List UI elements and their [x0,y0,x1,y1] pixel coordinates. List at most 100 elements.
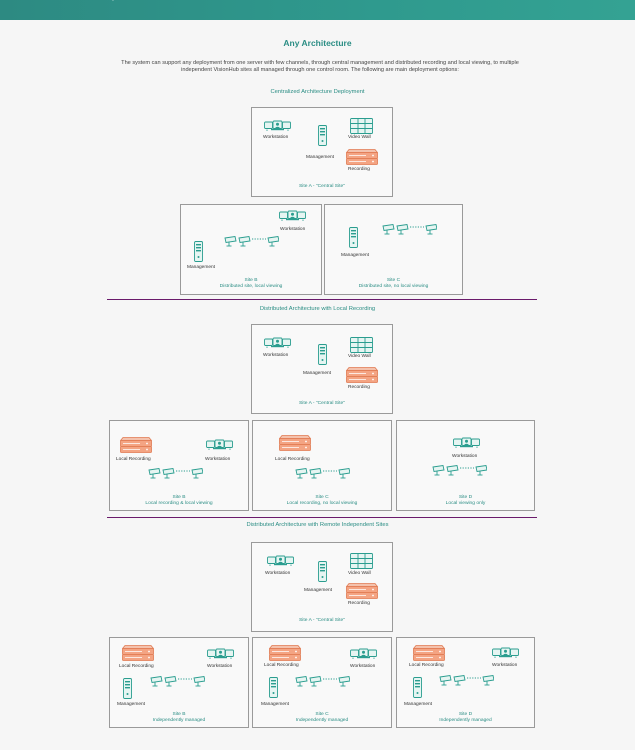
recording-label: Recording [348,385,370,390]
workstation-label: Workstation [207,664,233,669]
management-label: Management [404,702,432,707]
intro-paragraph: The system can support any deployment fr… [121,60,519,73]
site-name: Site C [315,712,329,717]
site-d-diagram: Local Recording Workstation Management S… [396,637,535,728]
site-b-caption: Site B Independently managed [110,712,248,724]
workstation-icon [264,120,291,132]
cameras-icon [224,236,279,247]
site-c-diagram: Management Site C Distributed site, no l… [324,204,463,295]
management-label: Management [306,155,334,160]
workstation-icon [207,648,234,660]
management-server-icon [194,241,203,262]
top-banner: preferences [0,0,635,20]
page-title: Any Architecture [283,38,352,48]
video-wall-label: Video Wall [348,571,371,576]
central-site-diagram: Workstation Management Video Wall Record… [251,542,393,632]
management-label: Management [187,265,215,270]
site-name: Site C [386,278,401,283]
site-d-diagram: Workstation Site D Local viewing only [396,420,535,511]
cameras-icon [148,468,203,479]
recording-server-icon [413,645,445,661]
workstation-label: Workstation [263,353,289,358]
local-recording-label: Local Recording [409,663,444,668]
site-description: Distributed site, local viewing [219,284,283,289]
site-b-diagram: Local Recording Workstation Site B Local… [109,420,249,511]
management-server-icon [269,677,278,698]
site-c-caption: Site C Local recording, no local viewing [253,495,391,507]
workstation-label: Workstation [350,664,376,669]
cameras-icon [150,676,205,687]
site-name: Site B [244,278,258,283]
site-name: Site D [458,495,473,500]
site-description: Independently managed [439,718,492,723]
management-label: Management [303,371,331,376]
workstation-icon [453,437,480,449]
cameras-icon [382,224,437,235]
recording-server-icon [122,645,154,661]
site-c-diagram: Local Recording Workstation Management S… [252,637,392,728]
recording-server-icon [269,645,301,661]
workstation-label: Workstation [265,571,291,576]
management-server-icon [318,561,327,582]
workstation-icon [350,648,377,660]
site-b-diagram: Local Recording Workstation Management S… [109,637,249,728]
site-b-caption: Site B Distributed site, local viewing [181,278,321,290]
recording-label: Recording [348,167,370,172]
management-label: Management [117,702,145,707]
video-wall-icon [350,118,373,134]
workstation-icon [264,337,291,349]
site-c-caption: Site C Independently managed [253,712,391,724]
recording-label: Recording [348,601,370,606]
site-name: Site D [458,712,473,717]
site-name: Site B [172,495,186,500]
site-description: Independently managed [295,718,349,723]
management-server-icon [318,344,327,365]
section-divider [107,299,537,300]
section-divider [107,517,537,518]
workstation-icon [206,439,233,451]
management-server-icon [349,227,358,248]
banner-text: preferences [112,0,153,1]
local-recording-label: Local Recording [119,664,154,669]
workstation-label: Workstation [205,457,231,462]
site-b-caption: Site B Local recording & local viewing [110,495,248,507]
recording-server-icon [346,367,378,383]
local-recording-label: Local Recording [275,457,310,462]
site-description: Local recording, no local viewing [286,501,358,506]
cameras-icon [439,675,494,686]
site-description: Independently managed [152,718,206,723]
site-c-caption: Site C Distributed site, no local viewin… [325,278,462,290]
site-description: Distributed site, no local viewing [358,284,429,289]
site-d-caption: Site D Local viewing only [397,495,534,507]
video-wall-icon [350,553,373,569]
central-site-caption: Site A - "Central Site" [299,618,345,623]
central-site-diagram: Workstation Management Video Wall Record… [251,107,393,197]
workstation-label: Workstation [280,227,306,232]
central-site-caption: Site A - "Central Site" [299,184,345,189]
section-title-centralized: Centralized Architecture Deployment [270,89,365,95]
recording-server-icon [279,435,311,451]
video-wall-label: Video Wall [348,135,371,140]
management-label: Management [341,253,369,258]
management-server-icon [123,678,132,699]
cameras-icon [295,676,350,687]
site-d-caption: Site D Independently managed [397,712,534,724]
video-wall-icon [350,337,373,353]
central-site-diagram: Workstation Management Video Wall Record… [251,324,393,414]
local-recording-label: Local Recording [116,457,151,462]
central-site-caption: Site A - "Central Site" [299,401,345,406]
management-server-icon [413,677,422,698]
management-label: Management [304,588,332,593]
recording-server-icon [346,149,378,165]
section-title-local-recording: Distributed Architecture with Local Reco… [259,306,376,312]
site-b-diagram: Workstation Management Site B Distribute… [180,204,322,295]
workstation-icon [267,555,294,567]
cameras-icon [295,468,350,479]
workstation-label: Workstation [492,663,518,668]
management-label: Management [261,702,289,707]
site-name: Site C [315,495,329,500]
recording-server-icon [120,437,152,453]
workstation-icon [492,647,519,659]
local-recording-label: Local Recording [264,663,299,668]
site-name: Site B [172,712,186,717]
